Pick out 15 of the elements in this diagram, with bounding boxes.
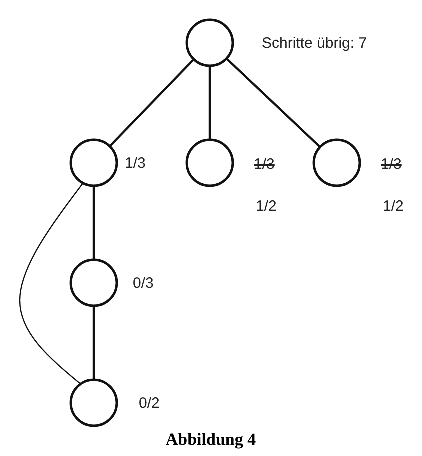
- value-label: 1/2: [383, 199, 404, 214]
- connector-line: [92, 187, 96, 259]
- figure-caption: Abbildung 4: [164, 430, 258, 450]
- connector-line: [110, 60, 194, 146]
- value-label: 0/2: [139, 396, 160, 411]
- value-label: 0/3: [133, 276, 154, 291]
- connector-line: [92, 307, 96, 379]
- struck-value-label: 1/3: [381, 157, 402, 172]
- value-label: 1/3: [125, 156, 146, 171]
- value-label: 1/2: [256, 199, 277, 214]
- connector-line: [208, 67, 212, 139]
- connector-line: [226, 58, 320, 148]
- struck-value-label: 1/3: [254, 157, 275, 172]
- connector-line: [19, 184, 84, 384]
- value-label: Schritte übrig: 7: [262, 36, 368, 51]
